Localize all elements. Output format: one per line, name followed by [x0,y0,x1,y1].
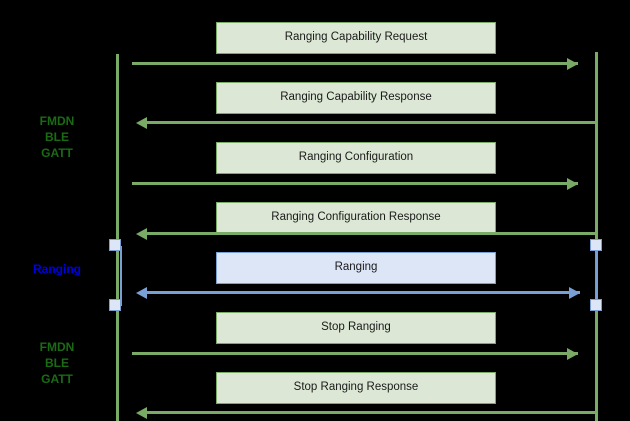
message-label-6: Stop Ranging [321,321,391,334]
message-label-5: Ranging [334,261,378,274]
message-label-7: Stop Ranging Response [293,381,419,394]
activation-end-box-left [109,299,121,311]
phase-label-ranging: Ranging [33,262,81,276]
arrow-head-right-icon-1 [567,57,578,70]
message-box-3: Ranging Configuration [216,142,496,174]
message-arrow-line-1 [132,62,578,65]
arrow-head-right-icon-6 [567,347,578,360]
activation-start-box-right [590,239,602,251]
phase-label-fmdn-top: FMDN BLE GATT [39,114,75,160]
message-box-1: Ranging Capability Request [216,22,496,54]
arrow-head-left-icon-2 [136,116,147,129]
message-arrow-line-7 [147,411,595,414]
message-arrow-line-3 [132,182,578,185]
message-box-4: Ranging Configuration Response [216,202,496,234]
message-arrow-line-2 [147,121,595,124]
message-box-6: Stop Ranging [216,312,496,344]
activation-end-box-right [590,299,602,311]
message-label-4: Ranging Configuration Response [271,211,441,224]
phase-label-fmdn-bottom: FMDN BLE GATT [39,340,75,386]
activation-line-right [596,246,598,306]
message-box-2: Ranging Capability Response [216,82,496,114]
arrow-head-left-icon-7 [136,406,147,419]
activation-start-box-left [109,239,121,251]
message-arrow-line-6 [132,352,578,355]
arrow-head-left-icon-4 [136,227,147,240]
message-label-3: Ranging Configuration [298,151,414,164]
activation-line-left [120,246,122,306]
lifeline-right [595,52,598,421]
message-label-2: Ranging Capability Response [280,91,432,104]
arrow-head-right-icon-3 [567,177,578,190]
message-label-1: Ranging Capability Request [284,31,428,44]
message-arrow-line-5 [147,291,580,294]
message-box-5: Ranging [216,252,496,284]
lifeline-left [116,54,119,421]
arrow-head-left-icon-5 [136,286,147,299]
message-box-7: Stop Ranging Response [216,372,496,404]
message-arrow-line-4 [147,232,595,235]
arrow-head-right-icon-5 [569,286,580,299]
